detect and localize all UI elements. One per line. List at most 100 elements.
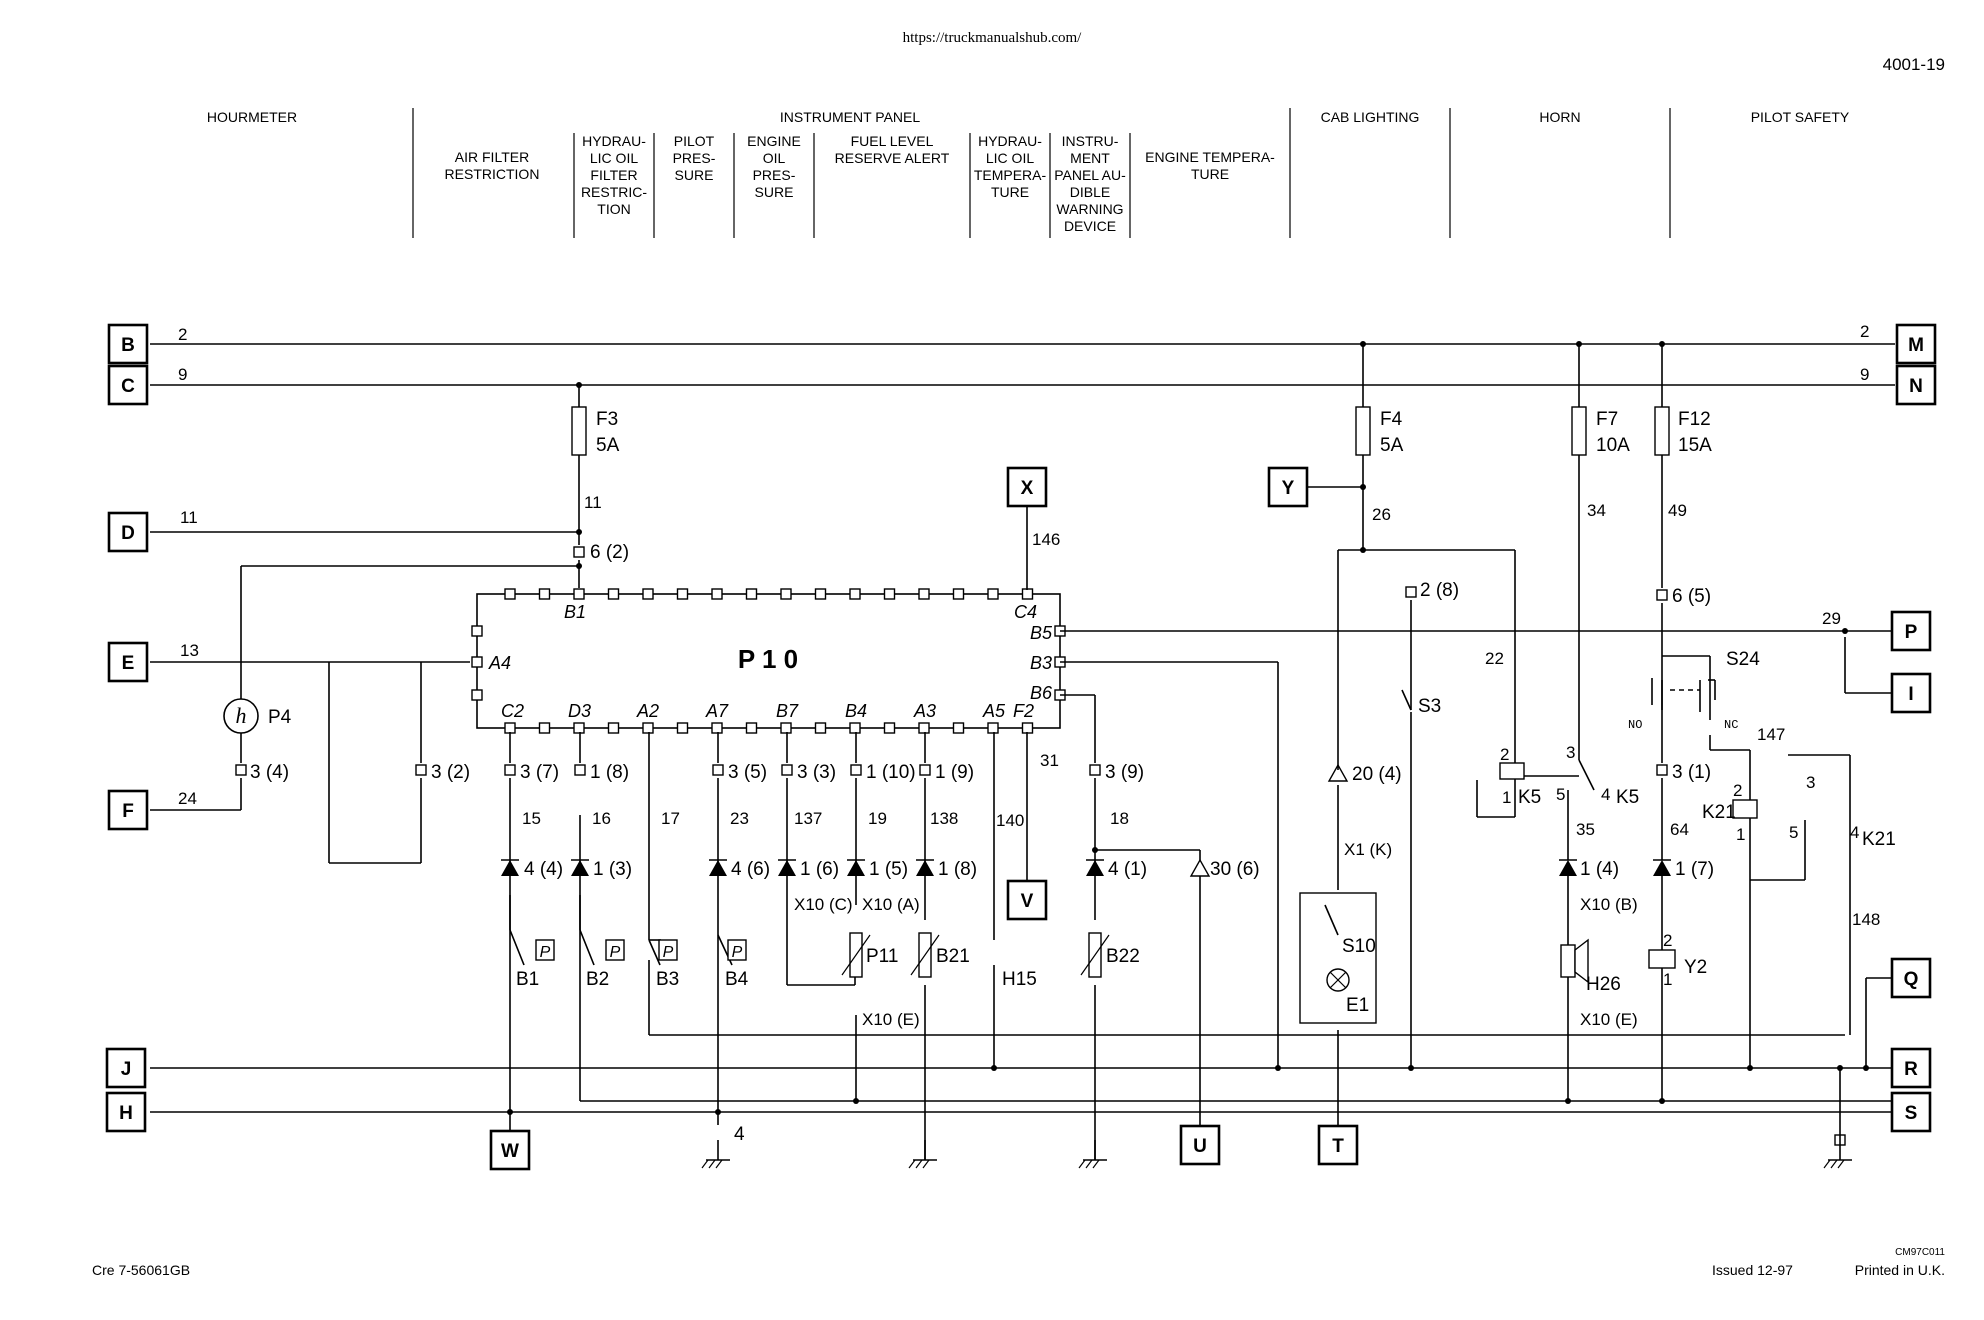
connector-d: D <box>107 511 149 553</box>
no-label: NO <box>1628 718 1642 732</box>
terminal-labels: 6 (2) 3 (4) 3 (2) 3 (7) 1 (8) 3 (5) 3 (3… <box>250 542 1711 783</box>
svg-text:9: 9 <box>178 365 187 384</box>
pin-terminal <box>780 588 792 600</box>
section-cab-lighting: CAB LIGHTING <box>1321 109 1420 125</box>
svg-text:TEMPERA-: TEMPERA- <box>974 167 1047 183</box>
svg-text:S3: S3 <box>1418 696 1441 717</box>
svg-text:3: 3 <box>1566 743 1575 762</box>
connector-d-label: D <box>121 523 135 544</box>
svg-text:RESERVE ALERT: RESERVE ALERT <box>835 150 950 166</box>
connector-p-label: P <box>1905 622 1918 643</box>
connector-s-label: S <box>1905 1103 1918 1124</box>
svg-text:29: 29 <box>1822 609 1841 628</box>
pin-terminal <box>745 588 758 600</box>
svg-text:B7: B7 <box>776 701 799 721</box>
open-diode-icon <box>1327 763 1349 782</box>
svg-text:24: 24 <box>178 789 197 808</box>
svg-text:WARNING: WARNING <box>1056 201 1123 217</box>
connector-i-label: I <box>1908 684 1913 705</box>
fuse-f7-rating: 10A <box>1596 435 1630 456</box>
fuse-f4-name: F4 <box>1380 409 1403 430</box>
pin-terminal <box>919 764 931 776</box>
fuse-f3-name: F3 <box>596 409 618 430</box>
svg-text:TION: TION <box>597 201 630 217</box>
fuse-f12-rating: 15A <box>1678 435 1712 456</box>
fuse-f7 <box>1571 406 1587 456</box>
connector-p: P <box>1890 610 1932 652</box>
pin-terminal <box>471 625 483 637</box>
svg-text:13: 13 <box>180 641 199 660</box>
svg-text:C2: C2 <box>501 701 524 721</box>
svg-text:B3: B3 <box>1030 653 1052 673</box>
connector-e-label: E <box>122 653 135 674</box>
section-air-filter-2: RESTRICTION <box>445 166 540 182</box>
section-instrument-panel: INSTRUMENT PANEL <box>780 109 920 125</box>
svg-text:1 (5): 1 (5) <box>869 859 908 880</box>
diode-icon <box>916 860 934 876</box>
svg-text:9: 9 <box>1860 365 1869 384</box>
svg-text:B2: B2 <box>586 969 609 990</box>
connector-q: Q <box>1890 957 1932 999</box>
connector-f: F <box>107 789 149 831</box>
svg-text:1 (4): 1 (4) <box>1580 859 1619 880</box>
svg-text:E1: E1 <box>1346 995 1369 1016</box>
svg-text:ENGINE TEMPERA-: ENGINE TEMPERA- <box>1145 149 1275 165</box>
svg-text:31: 31 <box>1040 751 1059 770</box>
svg-text:X1 (K): X1 (K) <box>1344 840 1392 859</box>
fuse-f12 <box>1654 406 1670 456</box>
connector-r: R <box>1890 1047 1932 1089</box>
svg-text:FUEL LEVEL: FUEL LEVEL <box>851 133 934 149</box>
connector-y-label: Y <box>1282 478 1295 499</box>
pin-terminal <box>573 722 585 734</box>
page-number: 4001-19 <box>1883 55 1945 74</box>
connector-m: M <box>1895 323 1937 365</box>
svg-text:ENGINE: ENGINE <box>747 133 801 149</box>
open-diode-icon <box>1189 858 1211 877</box>
connector-b-label: B <box>121 335 135 356</box>
svg-text:K5: K5 <box>1616 787 1639 808</box>
diode-labels: 4 (4) 1 (3) 4 (6) 1 (6) 1 (5) 1 (8) 4 (1… <box>524 764 1714 880</box>
svg-text:4 (1): 4 (1) <box>1108 859 1147 880</box>
svg-text:5: 5 <box>1789 823 1798 842</box>
svg-text:1: 1 <box>1502 788 1511 807</box>
fuse-f4-rating: 5A <box>1380 435 1404 456</box>
relay-k5-coil <box>1499 762 1525 780</box>
pilot-safety-switch-s24 <box>1651 678 1716 712</box>
svg-text:B1: B1 <box>516 969 539 990</box>
svg-text:35: 35 <box>1576 820 1595 839</box>
pin-terminal <box>814 588 827 600</box>
connector-w: W <box>489 1129 531 1171</box>
pin-terminal <box>780 722 792 734</box>
section-headers: HOURMETER INSTRUMENT PANEL AIR FILTER RE… <box>207 108 1850 238</box>
svg-text:18: 18 <box>1110 809 1129 828</box>
module-p10 <box>476 593 1061 729</box>
svg-text:B4: B4 <box>845 701 867 721</box>
svg-text:P4: P4 <box>268 707 292 728</box>
connector-c: C <box>107 364 149 406</box>
connector-c-label: C <box>121 376 135 397</box>
svg-text:S24: S24 <box>1726 649 1760 670</box>
pin-terminal <box>642 588 654 600</box>
pin-terminal <box>849 722 861 734</box>
pin-terminal <box>607 722 620 734</box>
svg-text:Y2: Y2 <box>1684 957 1707 978</box>
svg-text:HYDRAU-: HYDRAU- <box>582 133 646 149</box>
svg-text:1 (7): 1 (7) <box>1675 859 1714 880</box>
section-pilot-safety: PILOT SAFETY <box>1751 109 1850 125</box>
svg-text:22: 22 <box>1485 649 1504 668</box>
svg-text:B1: B1 <box>564 602 586 622</box>
connector-f-label: F <box>122 801 134 822</box>
svg-text:16: 16 <box>592 809 611 828</box>
svg-text:X10 (E): X10 (E) <box>862 1010 920 1029</box>
svg-text:H26: H26 <box>1586 974 1621 995</box>
svg-text:1: 1 <box>1663 970 1672 989</box>
solenoid-y2 <box>1648 949 1676 969</box>
svg-text:15: 15 <box>522 809 541 828</box>
svg-text:B5: B5 <box>1030 623 1053 643</box>
connector-t-label: T <box>1332 1136 1344 1157</box>
svg-text:H15: H15 <box>1002 969 1037 990</box>
svg-text:F2: F2 <box>1013 701 1034 721</box>
svg-text:1 (6): 1 (6) <box>800 859 839 880</box>
